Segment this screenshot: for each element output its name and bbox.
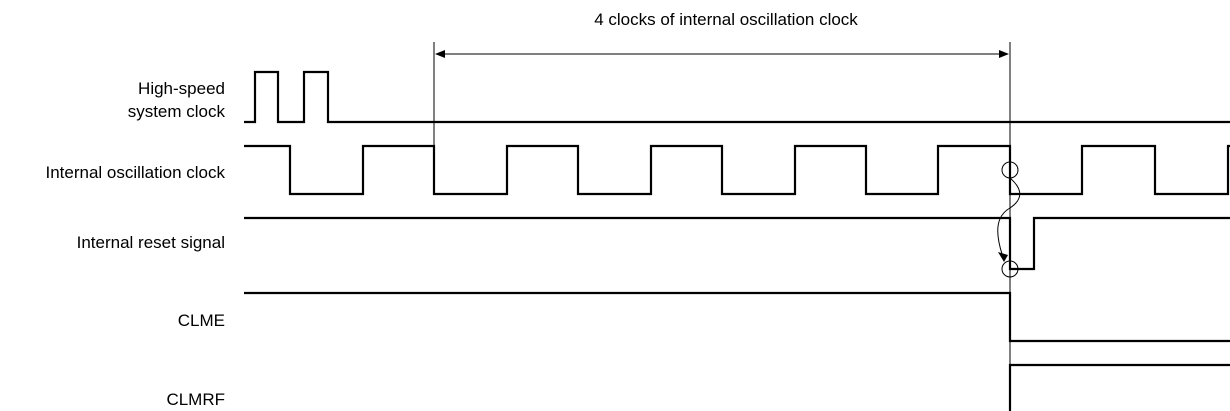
causality-curve [997,177,1021,261]
waveform-high-speed-system-clock [244,70,1230,124]
annotation-text: 4 clocks of internal oscillation clock [594,10,858,29]
label-high-speed-system-clock-line1: High-speed [138,79,225,98]
causality-arrowhead [998,252,1008,262]
label-internal-reset-signal: Internal reset signal [77,233,225,252]
label-high-speed-system-clock-line2: system clock [128,102,226,121]
label-clme: CLME [178,311,225,330]
waveform-internal-oscillation-clock [244,144,1230,196]
waveform-clme [244,291,1230,343]
label-clmrf: CLMRF [166,390,225,409]
waveform-clmrf [1008,363,1230,411]
waveform-internal-reset-signal [244,216,1230,271]
reset-edge-marker-circle [1001,260,1019,278]
label-internal-oscillation-clock: Internal oscillation clock [45,163,225,182]
